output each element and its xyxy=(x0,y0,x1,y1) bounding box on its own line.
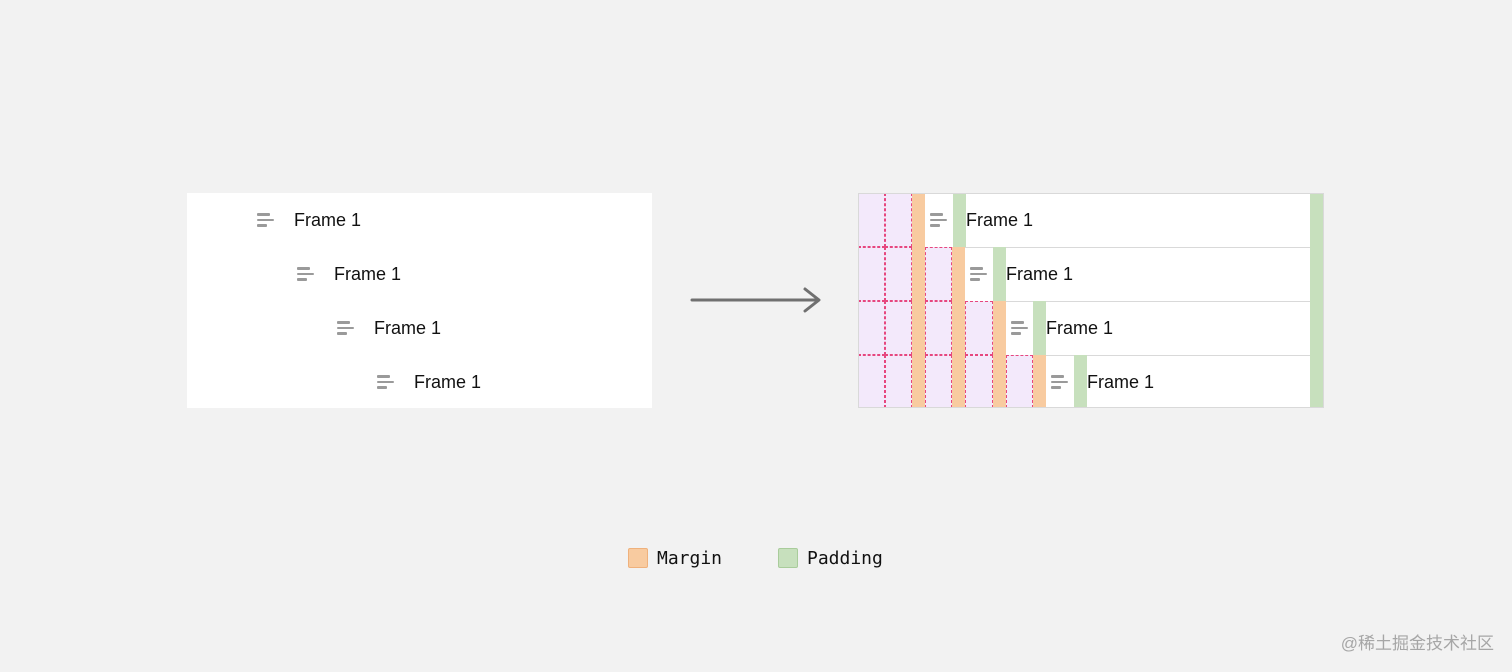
margin-swatch xyxy=(628,548,648,568)
margin-block xyxy=(993,355,1006,408)
padding-block xyxy=(1074,355,1087,408)
layer-label: Frame 1 xyxy=(334,263,402,284)
margin-block xyxy=(1033,355,1046,408)
legend-item-margin: Margin xyxy=(628,546,722,570)
legend-label: Padding xyxy=(807,547,883,569)
layer-row[interactable]: Frame 1 xyxy=(187,247,652,301)
row-content xyxy=(965,247,1324,301)
auto-layout-icon xyxy=(930,212,948,228)
watermark: @稀土掘金技术社区 xyxy=(1340,634,1494,653)
auto-layout-icon xyxy=(1051,374,1069,390)
indent-guide xyxy=(885,247,912,301)
padding-block xyxy=(953,193,966,247)
auto-layout-icon xyxy=(1011,320,1029,336)
indent-guide xyxy=(925,247,952,301)
margin-block xyxy=(912,193,925,247)
indent-guide xyxy=(885,355,912,408)
auto-layout-icon xyxy=(297,266,315,282)
layer-label: Frame 1 xyxy=(414,371,482,392)
indent-guide xyxy=(885,193,912,247)
auto-layout-icon xyxy=(377,374,395,390)
indent-guide xyxy=(925,301,952,355)
layer-row[interactable]: Frame 1 xyxy=(187,301,652,355)
indent-guide xyxy=(858,193,885,247)
layer-row[interactable]: Frame 1 xyxy=(858,355,1324,408)
indent-guide xyxy=(925,355,952,408)
layer-label: Frame 1 xyxy=(966,210,1034,230)
padding-block xyxy=(1310,301,1324,355)
legend-item-padding: Padding xyxy=(778,546,883,570)
padding-swatch xyxy=(778,548,798,568)
layer-tree-after: Frame 1 Frame 1 Frame 1 xyxy=(858,193,1324,408)
padding-block xyxy=(993,247,1006,301)
indent-guide xyxy=(965,355,993,408)
layer-label: Frame 1 xyxy=(1046,318,1114,338)
row-content xyxy=(1006,301,1324,355)
arrow-right-icon xyxy=(690,287,821,313)
padding-block xyxy=(1310,247,1324,301)
layer-row[interactable]: Frame 1 xyxy=(858,301,1324,355)
padding-block xyxy=(1310,193,1324,247)
layer-row[interactable]: Frame 1 xyxy=(858,247,1324,301)
row-content xyxy=(1046,355,1324,408)
indent-guide xyxy=(858,301,885,355)
auto-layout-icon xyxy=(970,266,988,282)
indent-guide xyxy=(858,355,885,408)
layer-row[interactable]: Frame 1 xyxy=(187,193,652,247)
padding-block xyxy=(1310,355,1324,408)
layer-label: Frame 1 xyxy=(374,317,442,338)
indent-guide xyxy=(1006,355,1033,408)
layer-label: Frame 1 xyxy=(1087,372,1155,392)
margin-block xyxy=(993,301,1006,355)
auto-layout-icon xyxy=(337,320,355,336)
layer-tree-before: Frame 1 Frame 1 Frame 1 Frame 1 xyxy=(187,193,652,408)
indent-guide xyxy=(885,301,912,355)
indent-guide xyxy=(965,301,993,355)
row-content xyxy=(925,193,1324,247)
indent-guide xyxy=(858,247,885,301)
layer-label: Frame 1 xyxy=(294,209,362,230)
margin-block xyxy=(952,355,965,408)
layer-row[interactable]: Frame 1 xyxy=(858,193,1324,247)
auto-layout-icon xyxy=(257,212,275,228)
margin-block xyxy=(912,301,925,355)
margin-block xyxy=(952,247,965,301)
padding-block xyxy=(1033,301,1046,355)
margin-block xyxy=(952,301,965,355)
layer-row[interactable]: Frame 1 xyxy=(187,355,652,409)
legend-label: Margin xyxy=(657,547,723,569)
margin-block xyxy=(912,355,925,408)
layer-label: Frame 1 xyxy=(1006,264,1074,284)
margin-block xyxy=(912,247,925,301)
